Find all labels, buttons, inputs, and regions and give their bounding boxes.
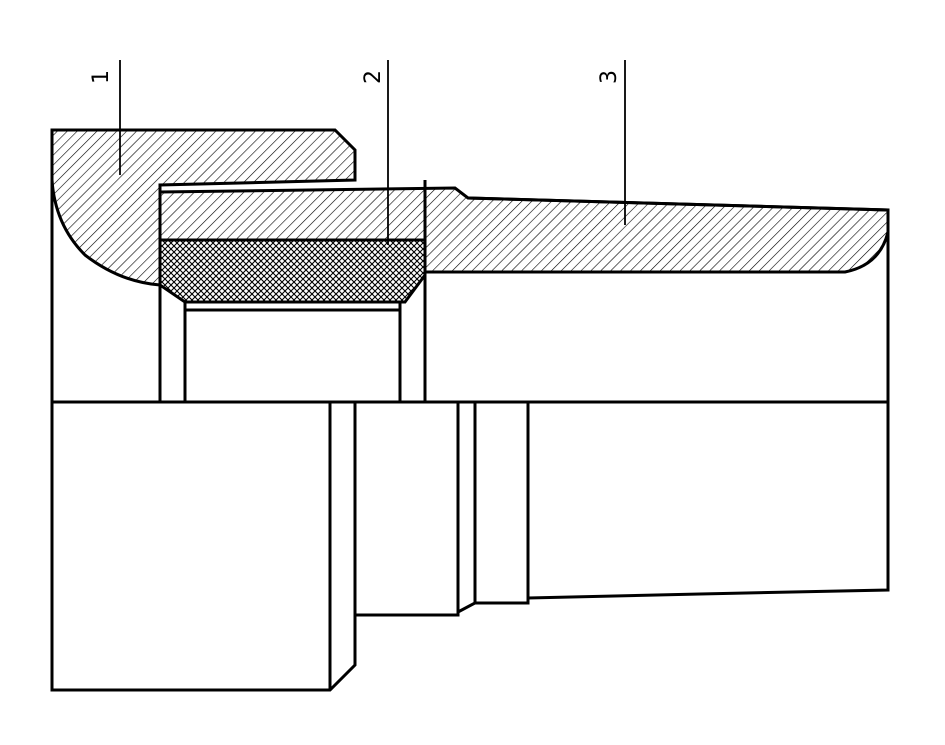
callouts: 1 2 3: [89, 60, 626, 245]
exterior-view: [50, 400, 890, 692]
callout-label-3: 3: [597, 70, 622, 84]
ring-exterior: [457, 400, 477, 614]
nut-exterior: [50, 400, 357, 692]
section-view: [50, 128, 890, 404]
tube-exterior: [527, 400, 890, 600]
callout-label-2: 2: [361, 70, 386, 84]
ring2-exterior: [475, 400, 530, 605]
collar-exterior: [353, 400, 460, 617]
seal-inner-bore: [183, 302, 402, 402]
seal-ring-section: [158, 238, 427, 304]
callout-label-1: 1: [89, 70, 114, 84]
tube-top-line: [467, 196, 889, 212]
